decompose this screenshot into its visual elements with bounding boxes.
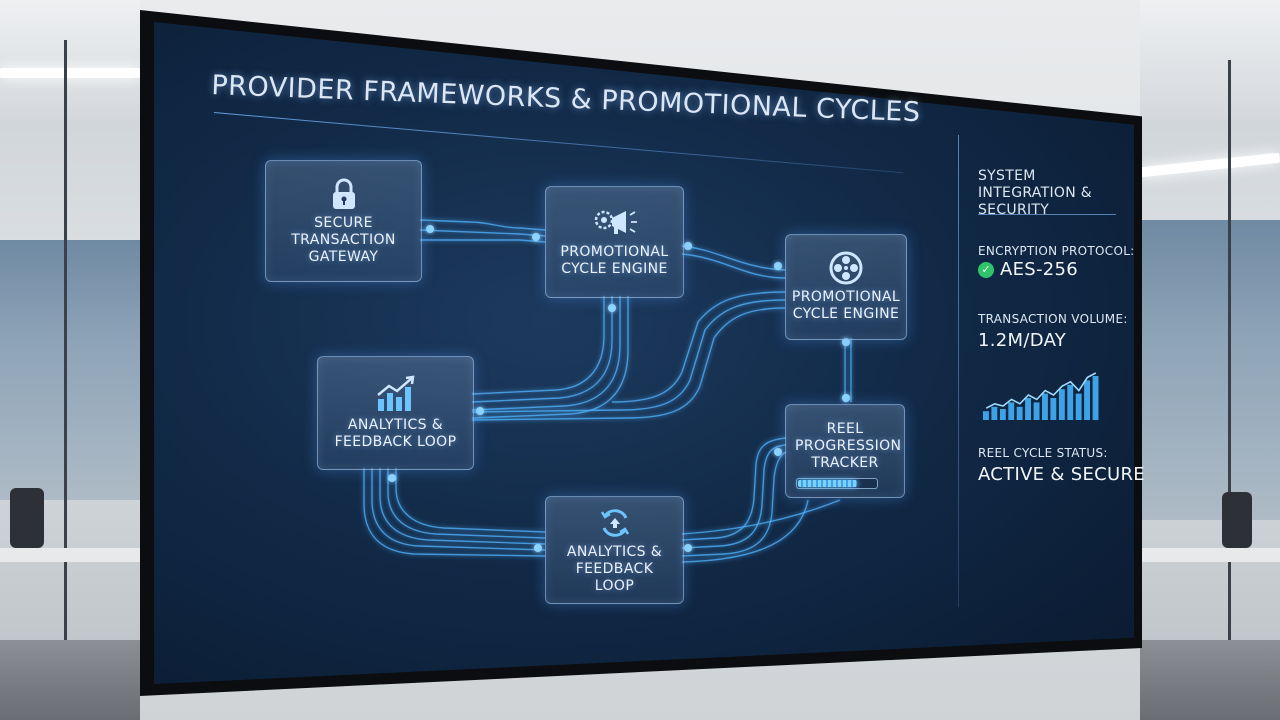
reel-progress-bar	[796, 478, 878, 489]
connector-dot	[842, 394, 850, 402]
bar-chart-icon	[376, 375, 414, 411]
film-reel-icon	[829, 251, 863, 285]
office-window-right	[1140, 220, 1280, 520]
wire	[387, 468, 546, 539]
wire	[681, 451, 787, 557]
volume-sparkline	[983, 372, 1099, 420]
connector-dot	[608, 304, 616, 312]
node-label: ANALYTICS & FEEDBACK LOOP	[334, 417, 457, 450]
wire	[681, 444, 787, 549]
ceiling-light-left	[0, 68, 140, 78]
office-chair	[10, 488, 44, 548]
connector-dot	[842, 338, 850, 346]
sparkline-bar	[1016, 406, 1023, 420]
node-label: REEL PROGRESSION TRACKER	[795, 421, 902, 471]
wire	[471, 296, 605, 395]
volume-value: 1.2M/DAY	[978, 330, 1067, 351]
node-label: PROMOTIONAL CYCLE ENGINE	[791, 289, 901, 322]
wire	[471, 299, 786, 413]
wire	[471, 307, 786, 421]
connector-dot	[476, 407, 484, 415]
wire	[681, 499, 809, 563]
connector-dot	[684, 544, 692, 552]
wire	[371, 468, 546, 551]
office-chair	[1222, 492, 1252, 548]
window-frame	[64, 40, 67, 700]
wire	[611, 291, 786, 403]
wire	[471, 296, 621, 411]
sparkline-bar	[1025, 398, 1031, 420]
office-window-left	[0, 240, 140, 500]
status-value: ACTIVE & SECURE	[978, 464, 1145, 485]
window-frame	[1228, 60, 1231, 700]
sparkline-bar	[991, 406, 998, 420]
connector-dot	[774, 448, 782, 456]
node-promotional-cycle-engine-1[interactable]: PROMOTIONAL CYCLE ENGINE	[545, 186, 684, 298]
sparkline-bar	[1042, 393, 1048, 420]
node-promotional-cycle-engine-2[interactable]: PROMOTIONAL CYCLE ENGINE	[785, 234, 907, 340]
sparkline-bar	[1092, 376, 1099, 420]
connector-dot	[388, 474, 396, 482]
connector-dot	[534, 544, 542, 552]
office-desk-right	[1140, 548, 1280, 562]
reel-progress-fill	[798, 480, 857, 487]
wire	[471, 296, 629, 419]
sparkline-bar	[1058, 389, 1065, 420]
wire	[419, 219, 546, 231]
sparkline-bar	[1067, 384, 1074, 420]
wire	[681, 437, 787, 541]
sparkline-bar	[1084, 380, 1090, 420]
lock-icon	[332, 178, 355, 209]
sparkline-bar	[1075, 393, 1082, 420]
display-screen	[154, 22, 1134, 684]
sparkline-bar	[1008, 402, 1015, 420]
wire	[419, 229, 546, 237]
volume-label: TRANSACTION VOLUME:	[978, 312, 1128, 326]
connector-dot	[684, 242, 692, 250]
encryption-label: ENCRYPTION PROTOCOL:	[978, 244, 1135, 258]
sparkline-bar	[1050, 398, 1057, 420]
wire	[395, 468, 546, 533]
status-label: REEL CYCLE STATUS:	[978, 446, 1108, 460]
node-analytics-feedback-loop-1[interactable]: ANALYTICS & FEEDBACK LOOP	[317, 356, 474, 470]
refresh-cycle-icon	[600, 508, 629, 537]
wire	[681, 253, 786, 279]
node-label: PROMOTIONAL CYCLE ENGINE	[560, 244, 669, 277]
connector-dot	[774, 262, 782, 270]
megaphone-gear-icon	[594, 210, 637, 234]
sparkline-bar	[999, 409, 1006, 420]
node-label: SECURE TRANSACTION GATEWAY	[291, 214, 396, 265]
connector-dot	[532, 233, 540, 241]
encryption-value: AES-256	[1000, 259, 1079, 280]
sidebar-heading: SYSTEM INTEGRATION & SECURITY	[978, 168, 1092, 218]
wire	[379, 468, 546, 545]
check-icon: ✓	[978, 262, 994, 278]
wire	[363, 468, 546, 557]
wire	[471, 296, 613, 403]
office-desk-left	[0, 548, 140, 562]
sparkline-trend-line	[985, 372, 1097, 409]
wire	[420, 239, 546, 243]
sparkline-bar	[983, 411, 989, 420]
sparkline-bar	[1033, 402, 1040, 420]
panel-divider	[958, 135, 959, 607]
connector-dot	[426, 225, 434, 233]
wire	[681, 245, 786, 271]
node-label: ANALYTICS & FEEDBACK LOOP	[566, 543, 663, 594]
node-analytics-feedback-loop-2[interactable]: ANALYTICS & FEEDBACK LOOP	[545, 496, 684, 604]
node-secure-transaction-gateway[interactable]: SECURE TRANSACTION GATEWAY	[265, 160, 422, 282]
sidebar-rule	[978, 214, 1116, 215]
wire	[681, 499, 841, 535]
